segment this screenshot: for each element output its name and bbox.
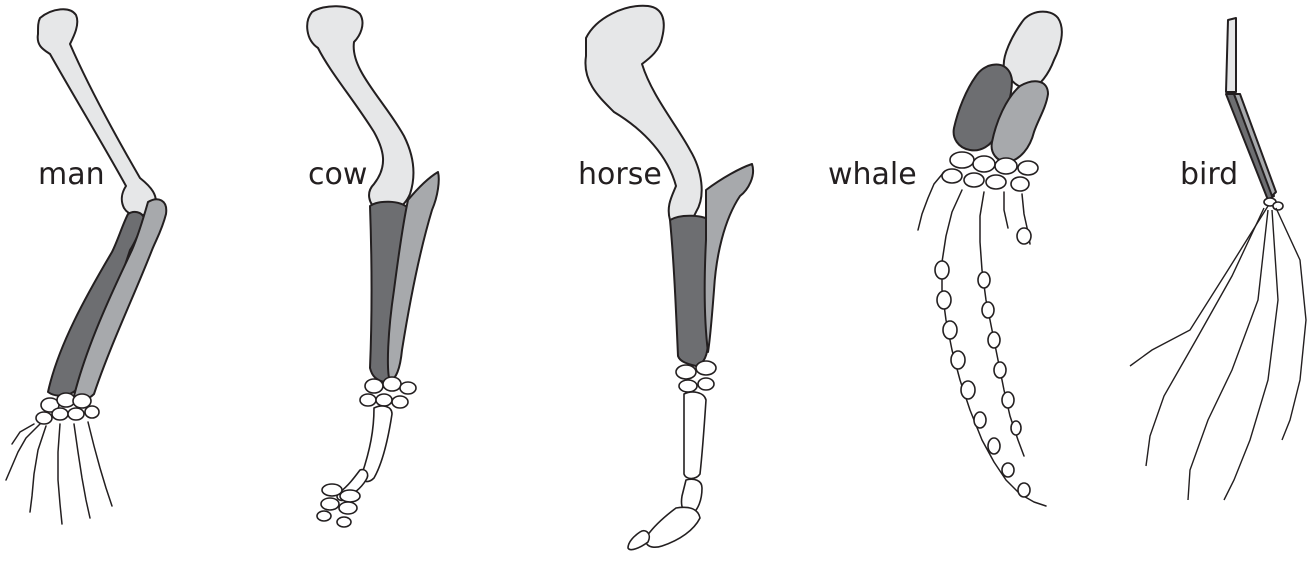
man-hand-bones (6, 393, 112, 524)
bird-ulna (1234, 94, 1276, 196)
label-man: man (38, 157, 105, 192)
horse-foot-bones (628, 361, 716, 550)
horse-ulna (705, 164, 753, 352)
whale-limb (918, 12, 1062, 506)
bird-limb (1130, 18, 1306, 500)
label-horse: horse (578, 157, 662, 192)
whale-flipper-bones (918, 152, 1046, 506)
bird-humerus (1226, 18, 1236, 92)
horse-humerus (585, 6, 701, 227)
label-cow: cow (308, 157, 367, 192)
cow-foot-bones (317, 377, 416, 527)
label-whale: whale (828, 157, 917, 192)
label-bird: bird (1180, 157, 1238, 192)
man-limb (6, 9, 166, 524)
horse-limb (585, 6, 753, 550)
bird-wing-bones (1130, 198, 1306, 500)
cow-limb (307, 6, 439, 527)
